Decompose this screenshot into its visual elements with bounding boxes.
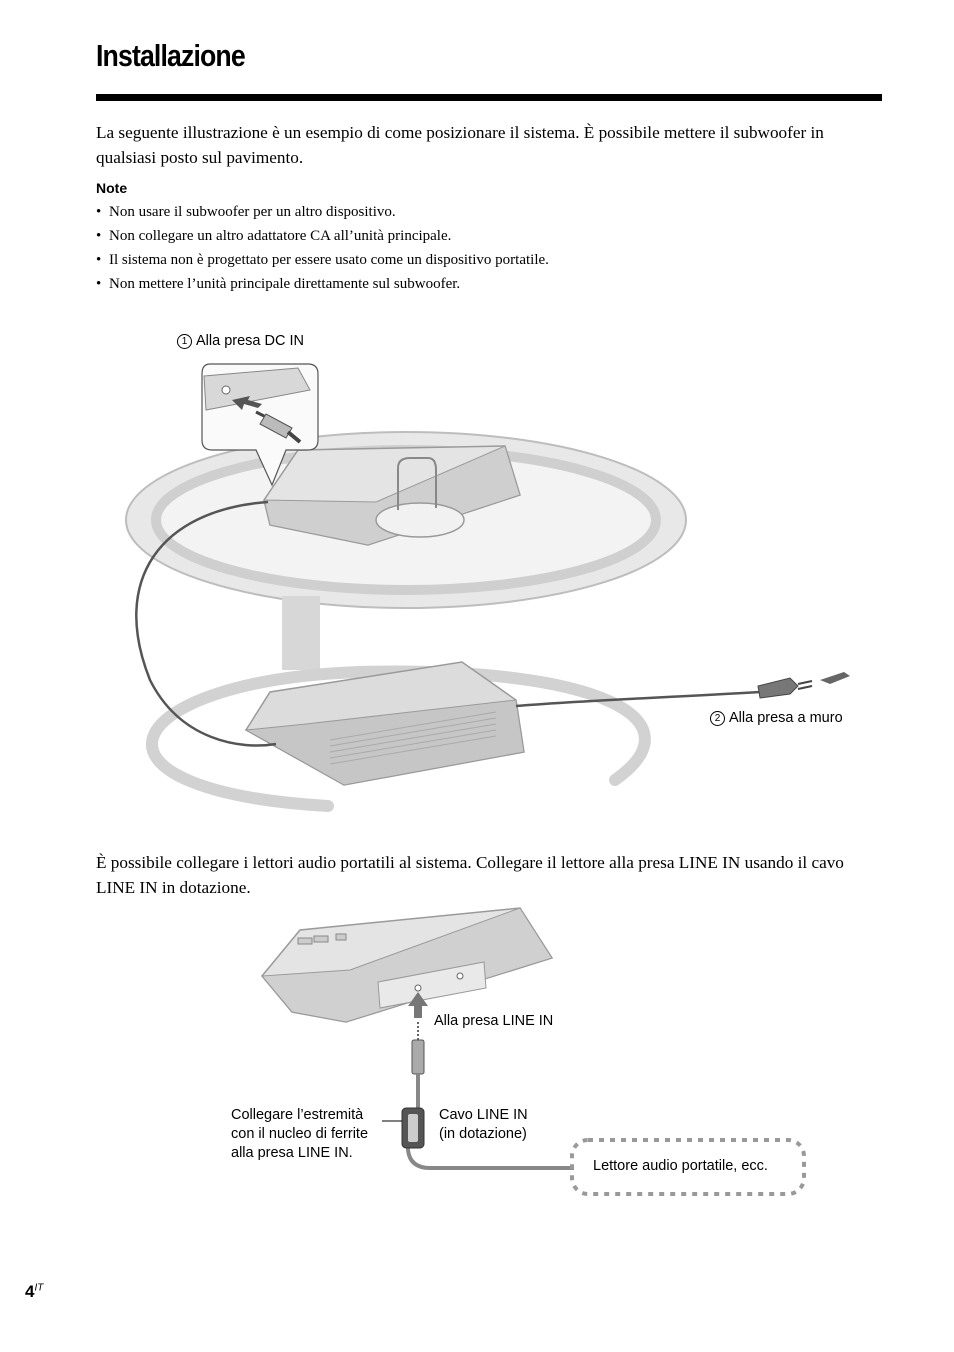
wall-outlet-callout: 2 Alla presa a muro bbox=[710, 709, 843, 728]
page-number: 4IT bbox=[25, 1282, 44, 1301]
callout-number: 2 bbox=[710, 711, 725, 726]
note-item: Non mettere l’unità principale direttame… bbox=[96, 272, 549, 296]
speaker-unit-front bbox=[260, 907, 553, 1023]
note-item: Non usare il subwoofer per un altro disp… bbox=[96, 200, 549, 224]
dc-cable bbox=[135, 500, 277, 747]
floor-ring bbox=[146, 665, 651, 812]
dock-stand bbox=[397, 457, 437, 510]
callout-number: 1 bbox=[177, 334, 192, 349]
line-in-paragraph: È possibile collegare i lettori audio po… bbox=[96, 853, 844, 897]
up-arrow-icon bbox=[408, 992, 428, 1018]
dc-plug-icon bbox=[255, 410, 302, 444]
page-title: Installazione bbox=[96, 38, 246, 73]
mains-plug-icon bbox=[757, 672, 850, 699]
wall-outlet-label: Alla presa a muro bbox=[729, 710, 843, 726]
player-label: Lettore audio portatile, ecc. bbox=[593, 1158, 768, 1174]
notes-heading: Note bbox=[96, 180, 128, 196]
mains-cable bbox=[515, 690, 761, 708]
player-outline bbox=[570, 1138, 806, 1196]
page-language: IT bbox=[34, 1282, 44, 1294]
cable-label: Cavo LINE IN (in dotazione) bbox=[439, 1107, 528, 1142]
ferrite-note: Collegare l’estremità con il nucleo di f… bbox=[231, 1107, 369, 1161]
note-item: Il sistema non è progettato per essere u… bbox=[96, 248, 549, 272]
title-rule bbox=[96, 94, 882, 101]
dc-in-jack-detail bbox=[203, 367, 311, 411]
notes-list: Non usare il subwoofer per un altro disp… bbox=[96, 200, 549, 296]
dock-base bbox=[375, 502, 465, 538]
mini-plug bbox=[411, 1039, 425, 1075]
table-column bbox=[282, 596, 320, 670]
intro-paragraph: La seguente illustrazione è un esempio d… bbox=[96, 123, 824, 167]
installation-illustration bbox=[125, 363, 850, 812]
speaker-buttons bbox=[297, 933, 347, 945]
insert-arrow-icon bbox=[232, 396, 262, 410]
note-item: Non collegare un altro adattatore CA all… bbox=[96, 224, 549, 248]
dc-in-label: Alla presa DC IN bbox=[196, 333, 304, 349]
line-in-jack-label: Alla presa LINE IN bbox=[434, 1013, 554, 1029]
main-unit-front bbox=[263, 445, 521, 546]
dc-in-callout: 1 Alla presa DC IN bbox=[177, 332, 304, 351]
line-in-illustration bbox=[260, 907, 806, 1196]
